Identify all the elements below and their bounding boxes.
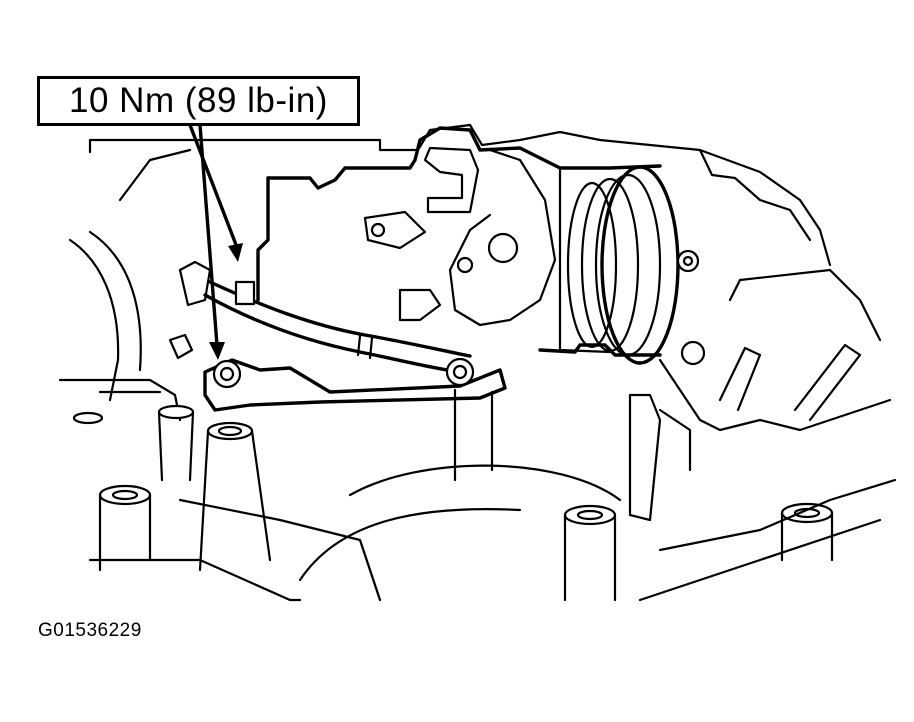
lower-rail-base — [88, 558, 302, 602]
linkage-tab-hole — [370, 222, 386, 238]
runner-slot-2 — [793, 343, 862, 422]
mounting-studs — [72, 249, 834, 602]
support-post-right-edge — [658, 408, 692, 472]
throttle-body-left-edge — [256, 176, 270, 302]
linkage-stop — [398, 288, 442, 322]
throttle-body-top-edge — [266, 126, 662, 190]
vacuum-hose-upper-edge — [203, 293, 462, 374]
figure-id-label: G01536229 — [38, 620, 142, 641]
leader-line-upper — [188, 123, 240, 252]
hose-top-left — [118, 148, 192, 202]
bracket-nut-right-center — [452, 364, 468, 380]
throttle-body-bottom-flange — [538, 343, 662, 357]
left-coolant-tube-inner — [88, 230, 142, 372]
left-fitting — [178, 260, 212, 307]
lower-base-right — [638, 518, 882, 602]
throttle-body-support-bracket — [203, 358, 507, 412]
bracket-nut-right — [445, 357, 475, 387]
cam-hole — [456, 256, 474, 274]
manifold-ridge — [698, 148, 812, 242]
plenum-arc-upper — [348, 464, 622, 502]
torque-callout: 10 Nm (89 lb-in) — [37, 76, 360, 126]
support-post-right — [628, 393, 662, 522]
runner-slot-1 — [718, 346, 762, 412]
throttle-bore-outer-ring — [600, 165, 680, 365]
hose-clamp-2 — [368, 336, 374, 360]
plenum-arc-lower — [298, 508, 522, 582]
intake-manifold-outline — [88, 123, 832, 267]
leader-line-lower — [198, 123, 219, 347]
bracket-bolt-lower-head — [219, 366, 235, 382]
left-clip — [168, 333, 194, 360]
throttle-lever-bracket — [423, 146, 480, 214]
support-leg — [453, 388, 494, 482]
throttle-cam — [448, 148, 557, 327]
throttle-cam-pivot — [487, 232, 519, 264]
lower-rail-left — [178, 498, 382, 602]
hose-clamp-1 — [356, 334, 362, 357]
manifold-right-edge — [728, 268, 882, 342]
left-coolant-tube-outer — [68, 238, 120, 402]
bracket-bolt-lower — [212, 359, 242, 389]
linkage-tab — [363, 210, 427, 250]
lower-rail-right — [658, 478, 897, 552]
torque-spec-label: 10 Nm (89 lb-in) — [69, 81, 328, 120]
leader-arrowhead-upper — [228, 243, 243, 262]
throttle-bore-ring-4 — [566, 181, 618, 349]
leader-arrowhead-lower — [209, 342, 225, 360]
lower-manifold-edge-right — [658, 358, 892, 432]
bracket-bolt-upper — [234, 280, 256, 306]
